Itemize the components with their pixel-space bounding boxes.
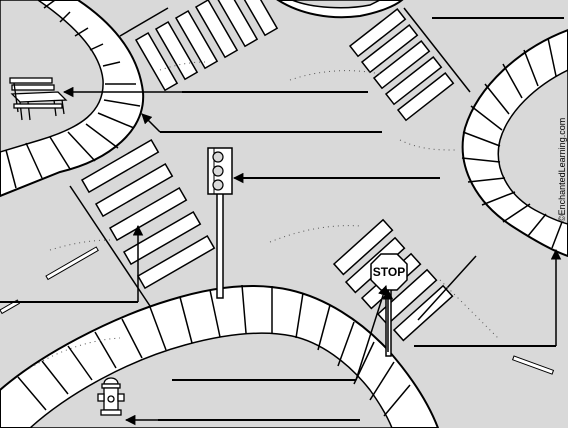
arrow-stop-sign	[355, 284, 389, 381]
stop-line-left	[69, 185, 151, 307]
stop-line-bottom	[417, 255, 477, 321]
sidewalk-joints-top-left	[5, 0, 141, 189]
credit-text: ©EnchantedLearning.com	[557, 118, 567, 222]
traffic-light-icon	[207, 147, 233, 299]
road-texture	[29, 61, 501, 369]
fire-hydrant-icon	[97, 377, 125, 416]
lot-right	[497, 69, 568, 225]
sidewalk-joints-bottom	[17, 284, 411, 417]
stop-line-top	[119, 7, 169, 37]
crosswalk-left	[80, 138, 216, 290]
answer-blanks	[0, 17, 564, 421]
sidewalk-joints-right	[461, 37, 563, 249]
lane-markings	[0, 246, 555, 375]
corner-right	[461, 28, 568, 258]
corner-top-center	[276, 0, 404, 19]
lot-top-left	[0, 0, 104, 153]
bench-icon	[9, 77, 68, 121]
crosswalk-top	[134, 0, 279, 92]
pointer-arrows	[62, 86, 562, 426]
stop-line-right	[403, 7, 471, 93]
crosswalk-top-right	[348, 8, 455, 122]
arrow-curb	[141, 113, 161, 133]
stop-sign-label: STOP	[373, 265, 405, 279]
